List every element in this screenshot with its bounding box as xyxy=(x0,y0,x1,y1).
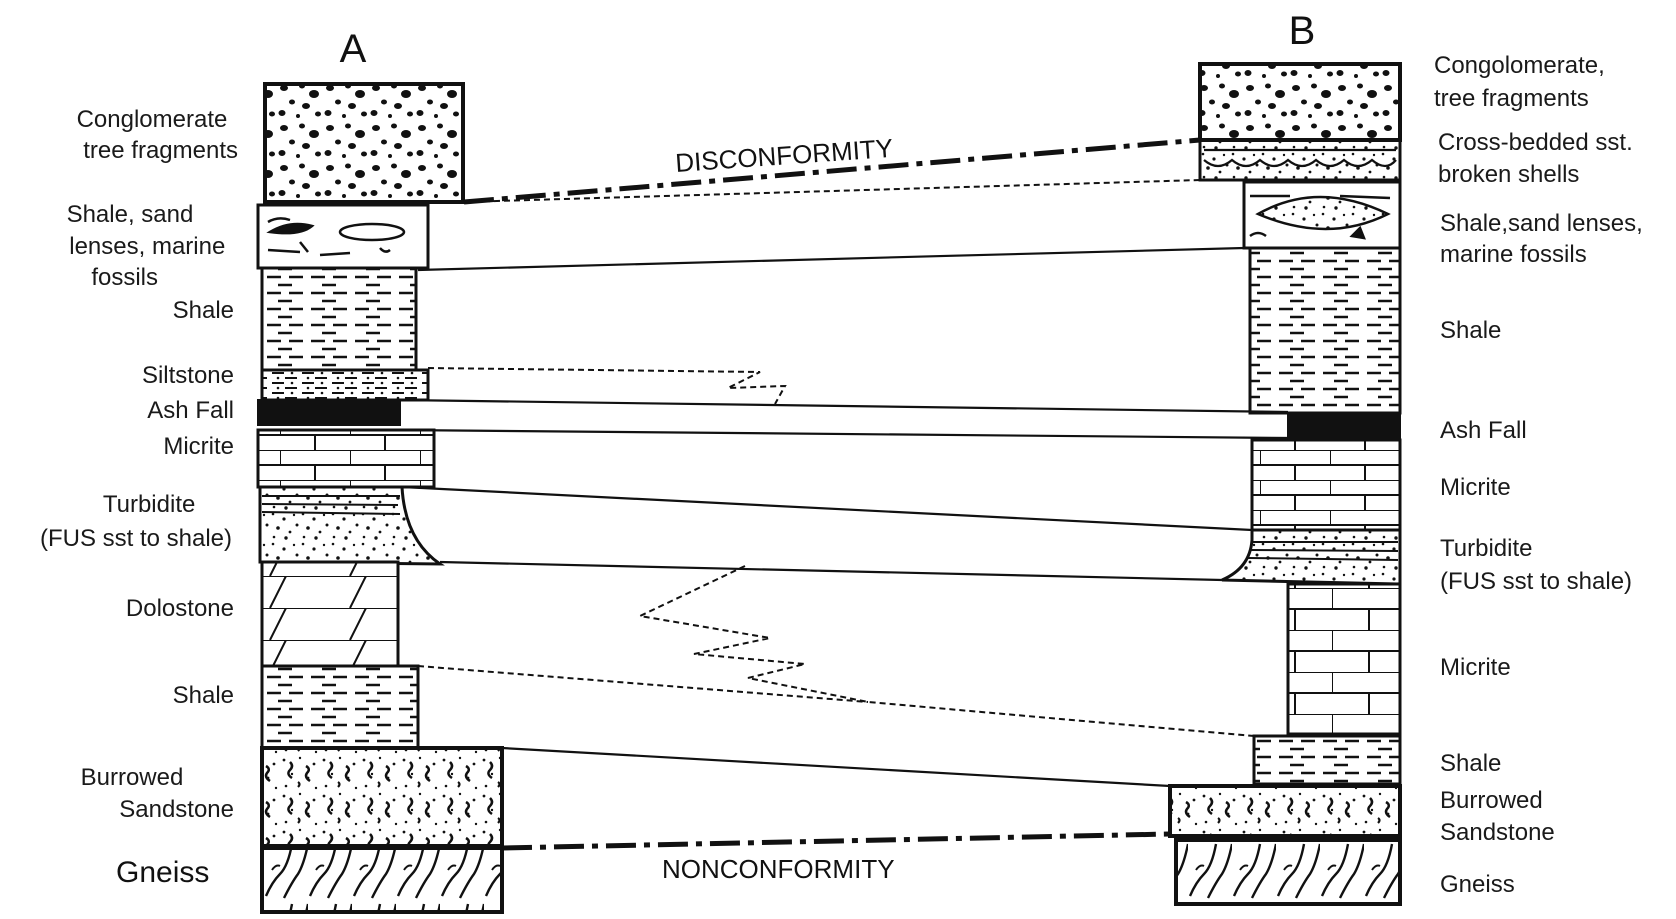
b-micrite-upper-layer xyxy=(1250,438,1402,532)
label-a-turbidite: Turbidite (FUS sst to shale) xyxy=(40,491,232,552)
b-sand-lens-marks xyxy=(1249,194,1391,240)
label-b-shale-sand: Shale,sand lenses, marine fossils xyxy=(1440,210,1649,268)
b-cross-bedded-layer xyxy=(1198,138,1402,182)
a-shale-lower-layer xyxy=(260,664,420,750)
correlation-ash-fall-base xyxy=(399,428,1289,440)
a-shale-upper-layer xyxy=(260,266,418,372)
a-siltstone-layer xyxy=(260,368,430,402)
label-a-micrite: Micrite xyxy=(163,433,234,460)
label-a-burrowed-sandstone: Burrowed Sandstone xyxy=(81,764,234,823)
b-gneiss-layer xyxy=(1174,838,1402,906)
label-b-conglomerate: Congolomerate, tree fragments xyxy=(1434,52,1611,112)
column-a xyxy=(256,82,504,914)
correlation-turbidite-base xyxy=(439,560,1223,582)
label-b-shale-upper: Shale xyxy=(1440,317,1501,344)
b-turbidite-layer xyxy=(1221,528,1402,586)
column-b-title: B xyxy=(1289,9,1316,53)
b-shale-upper-layer xyxy=(1248,246,1402,415)
correlation-cross-bed-pinchout xyxy=(463,179,1201,203)
nonconformity-line xyxy=(501,831,1171,851)
b-ash-fall-layer xyxy=(1287,413,1401,439)
label-a-conglomerate: Conglomerate tree fragments xyxy=(77,106,238,164)
column-a-title: A xyxy=(340,27,367,71)
a-dolostone-layer xyxy=(260,560,400,668)
a-turbidite-laminae xyxy=(261,495,401,515)
correlation-shale-sand-base xyxy=(417,246,1245,272)
label-b-gneiss: Gneiss xyxy=(1440,871,1515,898)
b-shale-lower-layer xyxy=(1252,734,1402,786)
b-micrite-lower-layer xyxy=(1286,582,1402,736)
correlation-ash-fall-top xyxy=(399,398,1289,414)
correlation-lines xyxy=(399,137,1289,851)
correlation-burrowed-sandstone-top xyxy=(501,746,1171,788)
correlation-siltstone-pinchout xyxy=(427,367,787,405)
label-a-shale-sand: Shale, sand lenses, marine fossils xyxy=(67,201,232,291)
label-b-turbidite: Turbidite (FUS sst to shale) xyxy=(1440,535,1632,595)
label-a-gneiss: Gneiss xyxy=(116,856,209,889)
disconformity-line xyxy=(463,137,1201,205)
a-burrowed-sandstone-layer xyxy=(260,746,504,848)
label-b-burrowed-sandstone: Burrowed Sandstone xyxy=(1440,787,1555,846)
label-b-micrite-lower: Micrite xyxy=(1440,654,1511,681)
a-gneiss-layer xyxy=(260,846,504,914)
label-a-siltstone: Siltstone xyxy=(142,362,234,389)
disconformity-label: DISCONFORMITY xyxy=(674,133,894,178)
label-a-shale-lower: Shale xyxy=(173,682,234,709)
a-turbidite-layer xyxy=(258,485,445,566)
correlation-turbidite-top xyxy=(401,485,1253,532)
column-b xyxy=(1168,62,1402,906)
b-turbidite-laminae xyxy=(1247,541,1399,561)
b-cross-bed-marks xyxy=(1203,148,1397,168)
b-conglomerate-layer xyxy=(1198,62,1402,142)
label-b-cross-bedded: Cross-bedded sst. broken shells xyxy=(1438,129,1639,188)
label-a-dolostone: Dolostone xyxy=(126,595,234,622)
a-conglomerate-layer xyxy=(263,82,465,204)
nonconformity-label: NONCONFORMITY xyxy=(662,854,895,884)
a-sand-lens-marks xyxy=(266,217,406,257)
label-b-ash-fall: Ash Fall xyxy=(1440,417,1527,444)
label-a-shale-upper: Shale xyxy=(173,297,234,324)
b-burrowed-sandstone-layer xyxy=(1168,784,1402,838)
label-b-shale-lower: Shale xyxy=(1440,750,1501,777)
label-a-ash-fall: Ash Fall xyxy=(147,397,234,424)
labels-column-b: Congolomerate, tree fragments Cross-bedd… xyxy=(1434,52,1649,898)
label-b-micrite-upper: Micrite xyxy=(1440,474,1511,501)
a-micrite-layer xyxy=(256,428,436,489)
labels-column-a: Conglomerate tree fragments Shale, sand … xyxy=(40,106,238,823)
correlation-dolostone-micrite-facies xyxy=(636,565,1255,737)
correlation-shale-lower-top xyxy=(417,665,869,703)
a-ash-fall-layer xyxy=(257,399,401,426)
